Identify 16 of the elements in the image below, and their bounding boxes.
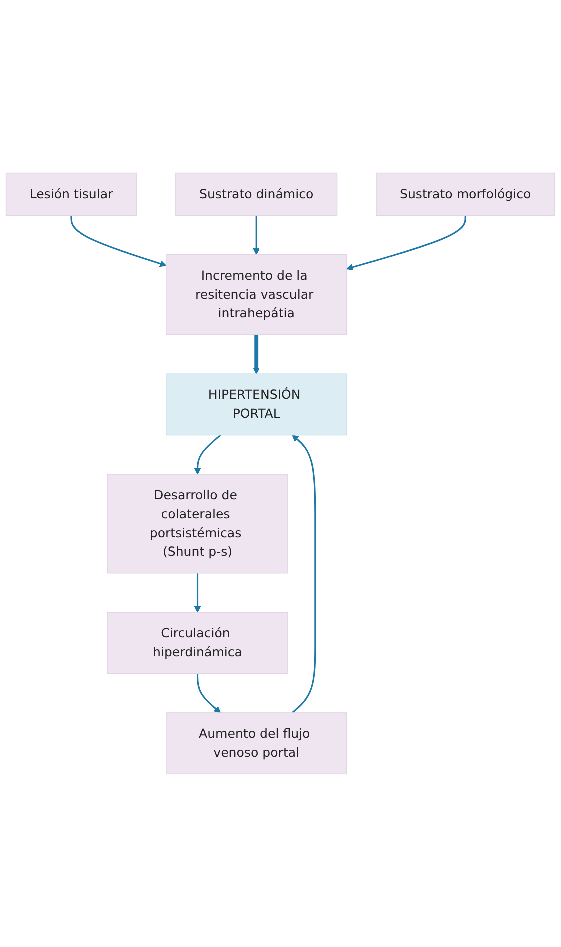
arrow — [292, 434, 316, 714]
arrow — [346, 215, 466, 271]
arrow — [194, 434, 222, 475]
node-box: Circulación hiperdinámica — [107, 612, 288, 674]
arrow — [253, 215, 260, 255]
node-box: Sustrato dinámico — [176, 172, 338, 216]
node-box: Incremento de la resitencia vascular intrahepátia — [166, 254, 348, 336]
node-box: Sustrato morfológico — [376, 172, 556, 216]
node-box: Lesión tisular — [6, 172, 138, 216]
arrow — [194, 573, 202, 613]
node-box: Aumento del flujo venoso portal — [166, 712, 348, 774]
arrow — [253, 334, 260, 374]
node-box: HIPERTENSIÓN PORTAL — [166, 373, 348, 436]
node-box: Desarrollo de colaterales portsistémicas (Shunt p-s) — [107, 474, 288, 574]
arrow — [70, 215, 167, 267]
arrow — [196, 674, 222, 714]
